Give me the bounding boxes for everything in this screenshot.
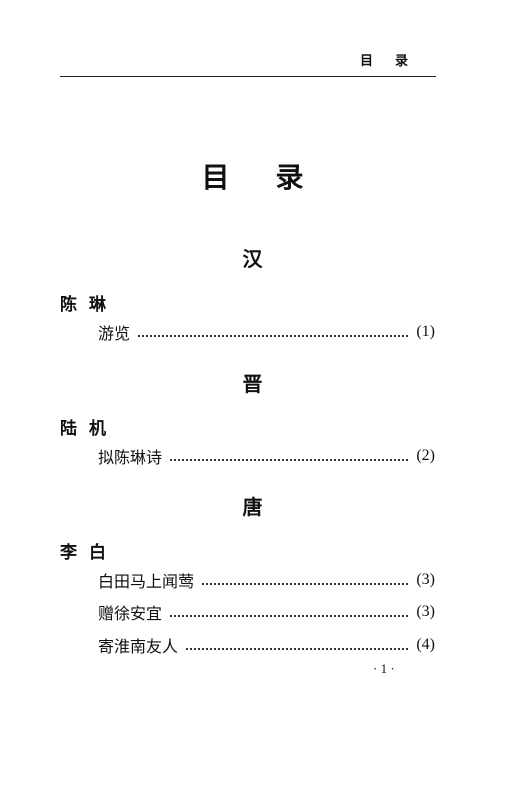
dot-leader xyxy=(170,615,409,617)
toc-entry[interactable]: 白田马上闻莺 (3) xyxy=(98,568,435,592)
author-lu-ji: 陆机 xyxy=(60,419,118,439)
dot-leader xyxy=(170,459,409,461)
running-header: 目录 xyxy=(360,54,431,69)
toc-entry[interactable]: 游览 (1) xyxy=(98,320,435,344)
dot-leader xyxy=(186,648,409,650)
header-rule xyxy=(60,76,436,77)
author-li-bai: 李白 xyxy=(60,543,118,563)
entry-title: 赠徐安宜 xyxy=(98,604,163,623)
entry-page: (1) xyxy=(416,323,435,340)
dynasty-heading-tang: 唐 xyxy=(242,495,263,519)
toc-entry[interactable]: 寄淮南友人 (4) xyxy=(98,633,435,657)
entry-page: (3) xyxy=(416,603,435,620)
entry-page: (3) xyxy=(416,571,435,588)
entry-page: (2) xyxy=(416,447,435,464)
dot-leader xyxy=(138,335,409,337)
entry-title: 寄淮南友人 xyxy=(98,637,179,656)
dynasty-heading-jin: 晋 xyxy=(242,372,263,396)
entry-title: 拟陈琳诗 xyxy=(98,448,163,467)
dot-leader xyxy=(202,583,409,585)
entry-title: 游览 xyxy=(98,324,131,343)
entry-title: 白田马上闻莺 xyxy=(98,572,195,591)
entry-page: (4) xyxy=(416,636,435,653)
toc-entry[interactable]: 赠徐安宜 (3) xyxy=(98,600,435,624)
toc-entry[interactable]: 拟陈琳诗 (2) xyxy=(98,444,435,468)
dynasty-heading-han: 汉 xyxy=(242,247,263,271)
folio-page-number: · 1 · xyxy=(373,661,395,676)
author-chen-lin: 陈琳 xyxy=(60,295,118,315)
page-title: 目录 xyxy=(201,161,350,194)
